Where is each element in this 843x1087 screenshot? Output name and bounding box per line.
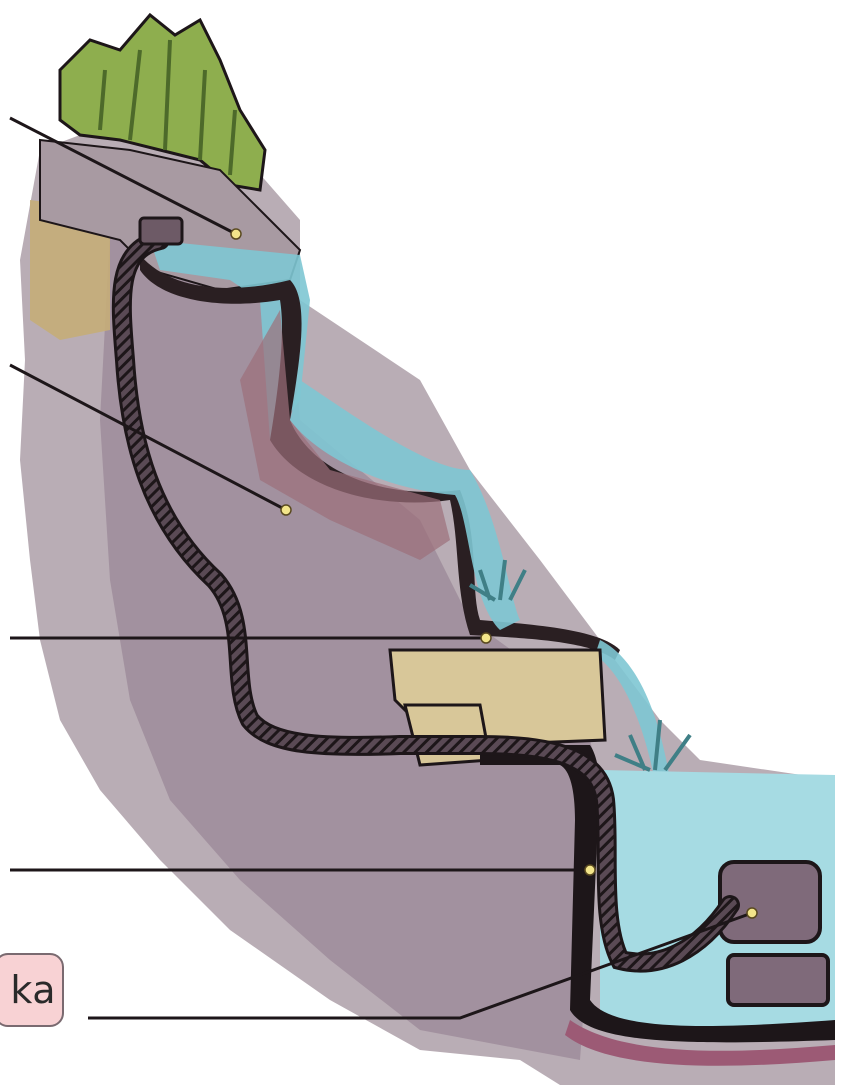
pointer-dot-2	[280, 504, 292, 516]
callout-label-5: ka	[0, 953, 64, 1027]
pointer-dot-5	[746, 907, 758, 919]
middle-water	[290, 380, 520, 630]
water-plant-2	[614, 719, 692, 772]
pointer-dot-3	[480, 632, 492, 644]
soil-shadow	[100, 230, 600, 1060]
lower-water-fall	[595, 640, 670, 782]
callout-line-5	[88, 911, 753, 1020]
pump-base	[726, 953, 830, 1007]
tier2-soil	[240, 310, 450, 560]
pointer-dot-4	[584, 864, 596, 876]
liner-tier1	[140, 255, 620, 660]
hose-outlet	[138, 216, 184, 246]
callout-label-5-text: ka	[10, 968, 56, 1012]
grass-clump	[58, 12, 267, 192]
soil-left-band	[30, 200, 110, 340]
pointer-dot-1	[230, 228, 242, 240]
water-plant-1	[468, 559, 527, 602]
callout-line-1	[9, 116, 237, 236]
pond-under-liner	[565, 1020, 835, 1066]
callout-line-2	[9, 363, 287, 512]
